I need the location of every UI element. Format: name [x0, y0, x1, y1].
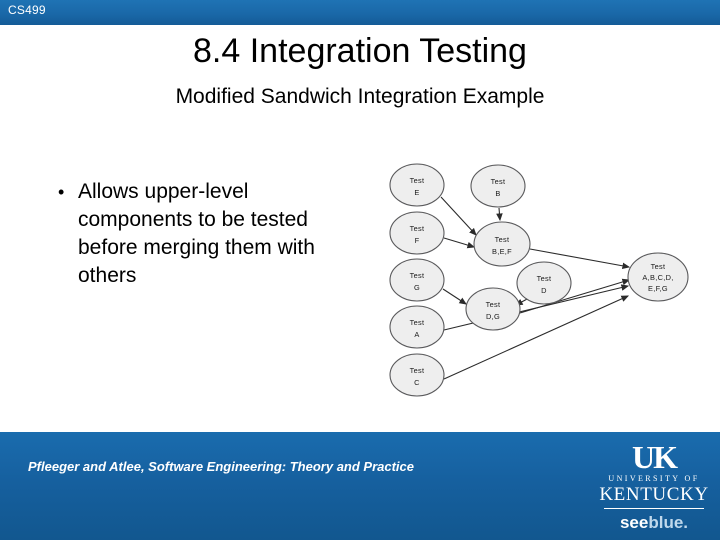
diagram-node-test-all: Test A,B,C,D, E,F,G	[627, 252, 689, 302]
edge-BEF-to-ALL	[529, 248, 631, 270]
edge-F-to-BEF	[443, 237, 476, 249]
footer-band	[0, 432, 720, 540]
node-label-line-1: Test	[410, 176, 425, 185]
uk-kentucky-text: KENTUCKY	[599, 484, 709, 505]
edge-G-to-DG	[442, 288, 467, 305]
node-label-line-2: E	[414, 188, 419, 197]
diagram-node-test-c: Test C	[389, 353, 445, 397]
diagram-edges	[440, 196, 631, 380]
list-item: • Allows upper-level components to be te…	[58, 178, 358, 290]
diagram-node-test-f: Test F	[389, 211, 445, 255]
diagram-node-test-e: Test E	[389, 163, 445, 207]
diagram-node-test-dg: Test D,G	[465, 287, 521, 331]
footer-credit-text: Pfleeger and Atlee, Software Engineering…	[28, 459, 415, 474]
uk-tagline-see: see	[619, 513, 649, 532]
node-label-line-1: Test	[495, 235, 510, 244]
page-title: 8.4 Integration Testing	[193, 32, 527, 70]
course-code-label: CS499	[8, 3, 46, 17]
uk-logo-divider	[604, 508, 704, 509]
node-label-line-1: Test	[410, 366, 425, 375]
diagram-node-test-g: Test G	[389, 258, 445, 302]
node-label-line-2: D	[541, 286, 547, 295]
page-subtitle: Modified Sandwich Integration Example	[175, 85, 545, 108]
node-label-line-1: Test	[410, 271, 425, 280]
uk-monogram-text: UK	[632, 439, 678, 475]
integration-test-diagram: Test E Test B Test F Test B,E,F Test	[370, 150, 710, 410]
diagram-node-test-bef: Test B,E,F	[473, 221, 531, 267]
top-banner: CS499	[0, 0, 720, 25]
uk-tagline: seeblue.	[598, 512, 710, 534]
diagram-nodes: Test E Test B Test F Test B,E,F Test	[389, 163, 689, 397]
node-label-line-2: C	[414, 378, 420, 387]
edge-C-to-ALL	[443, 295, 630, 380]
diagram-node-test-b: Test B	[470, 164, 526, 208]
node-label-line-1: Test	[651, 262, 666, 271]
uk-tagline-blue: blue.	[648, 513, 689, 532]
node-label-line-1: Test	[410, 318, 425, 327]
node-label-line-2: A	[414, 330, 419, 339]
university-of-kentucky-logo: UK UNIVERSITY OF KENTUCKY seeblue.	[598, 440, 710, 532]
node-label-line-2: D,G	[486, 312, 500, 321]
edge-B-to-BEF	[496, 207, 503, 222]
bullet-list: • Allows upper-level components to be te…	[58, 178, 358, 290]
bullet-marker-icon: •	[58, 182, 65, 202]
edge-E-to-BEF	[440, 196, 477, 236]
node-label-line-1: Test	[537, 274, 552, 283]
node-label-line-3: E,F,G	[648, 284, 668, 293]
node-label-line-1: Test	[486, 300, 501, 309]
node-label-line-1: Test	[410, 224, 425, 233]
diagram-node-test-d: Test D	[516, 261, 572, 305]
node-label-line-2: F	[415, 236, 420, 245]
bullet-text: Allows upper-level components to be test…	[78, 180, 315, 287]
node-label-line-2: B,E,F	[492, 247, 512, 256]
node-label-line-2: B	[495, 189, 500, 198]
node-label-line-2: G	[414, 283, 420, 292]
node-label-line-1: Test	[491, 177, 506, 186]
uk-university-of-text: UNIVERSITY OF	[608, 474, 700, 483]
diagram-node-test-a: Test A	[389, 305, 445, 349]
node-label-line-2: A,B,C,D,	[642, 273, 673, 282]
